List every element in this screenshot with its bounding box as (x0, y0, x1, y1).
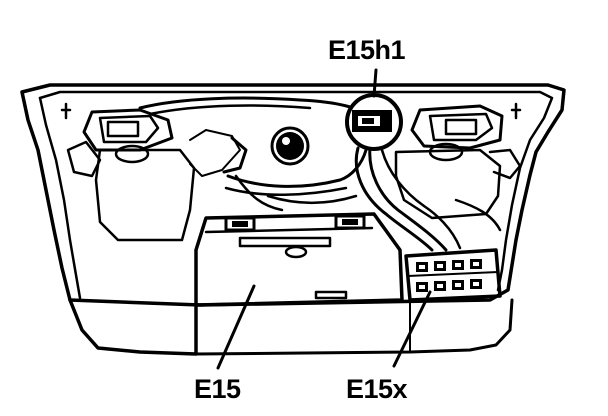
lamp-callout (345, 93, 403, 151)
light-unit-body (194, 212, 404, 307)
leader-line-light-unit (216, 284, 256, 370)
connector-block (404, 248, 502, 302)
label-connector: E15x (346, 374, 408, 404)
wiring-harness (138, 96, 462, 252)
right-lamp-bracket (394, 102, 522, 232)
label-lamp: E15h1 (328, 35, 406, 65)
leader-line-connector (392, 290, 432, 368)
left-lamp-bracket (60, 102, 248, 242)
label-light-unit: E15 (194, 374, 241, 404)
leader-lines (216, 68, 432, 370)
outer-housing (20, 83, 566, 356)
leader-line-lamp (372, 68, 378, 98)
centre-grommet (270, 126, 310, 166)
